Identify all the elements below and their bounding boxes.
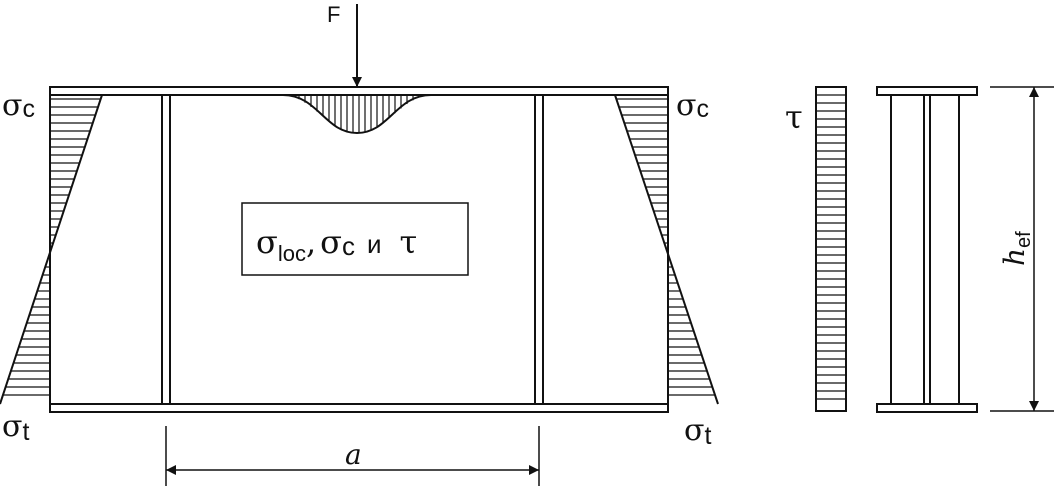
load-label: F	[327, 2, 340, 27]
section-web	[923, 94, 931, 405]
shear-hatch	[816, 94, 846, 400]
girder-cross-section	[876, 86, 978, 413]
stress-line-right	[614, 94, 719, 405]
compression-label-left: σc	[2, 88, 35, 123]
panel-length-dimension	[165, 426, 540, 486]
stress-distribution-lines	[0, 94, 719, 405]
panel-length-label: a	[345, 438, 362, 471]
height-label: hef	[998, 231, 1035, 266]
tension-label-left: σt	[2, 409, 29, 446]
section-bottom-flange	[876, 403, 978, 413]
stiffener-left	[161, 94, 171, 405]
top-flange	[49, 86, 669, 96]
compression-hatch-left	[50, 98, 101, 252]
local-stress-curve	[282, 94, 432, 135]
compression-hatch-right	[616, 98, 668, 252]
stress-line-left	[0, 94, 103, 405]
tension-hatch-right	[668, 266, 715, 396]
beam-elevation	[49, 86, 669, 413]
compression-label-right: σc	[676, 88, 709, 123]
tension-label-right: σt	[684, 413, 711, 450]
height-dimension	[990, 86, 1054, 412]
local-stress-hatch	[286, 95, 426, 133]
shear-diagram	[815, 86, 847, 412]
stress-types-box	[241, 202, 469, 276]
section-top-flange	[876, 86, 978, 96]
stiffener-right	[534, 94, 544, 405]
bottom-flange	[49, 403, 669, 413]
shear-label: τ	[785, 98, 803, 136]
tension-hatch-left	[2, 266, 50, 396]
